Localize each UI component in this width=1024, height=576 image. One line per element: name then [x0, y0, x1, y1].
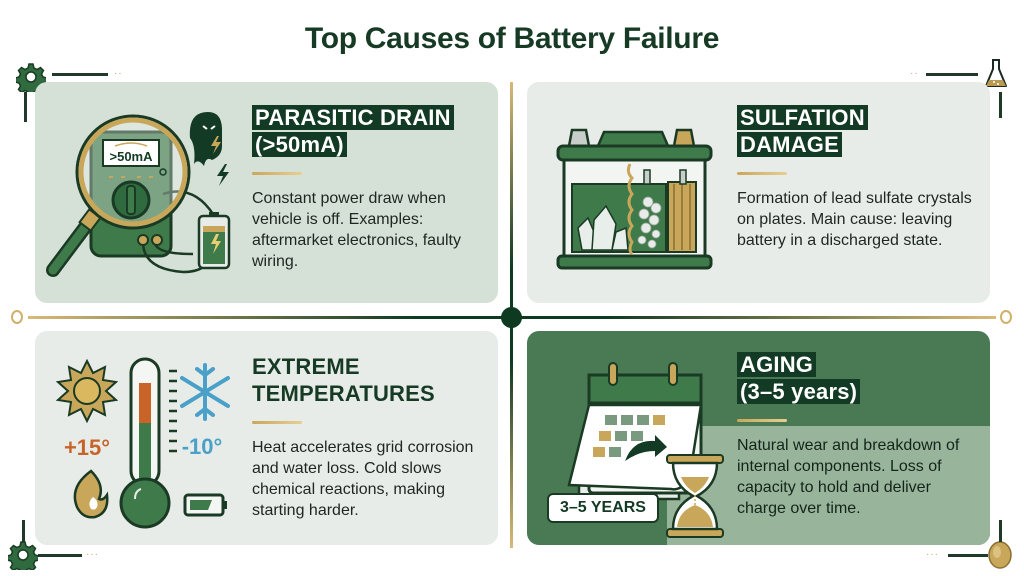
dots: ··: [910, 68, 919, 79]
years-badge: 3–5 YEARS: [547, 493, 659, 523]
heading-line-2: DAMAGE: [737, 132, 842, 157]
gear-icon: [8, 541, 38, 570]
panel-description: Constant power draw when vehicle is off.…: [252, 190, 461, 270]
corner-line: [926, 73, 978, 76]
heading-line-2: TEMPERATURES: [252, 381, 435, 406]
panel-heading: PARASITIC DRAIN (>50mA): [252, 104, 492, 158]
panel-description: Formation of lead sulfate crystals on pl…: [737, 190, 972, 249]
panel-sulfation-damage: SULFATION DAMAGE Formation of lead sulfa…: [527, 82, 990, 303]
center-node: [501, 307, 522, 328]
gold-rule: [252, 421, 302, 424]
dots: ···: [86, 549, 99, 560]
corner-line: [24, 92, 27, 122]
heading-line-1: PARASITIC DRAIN: [252, 105, 454, 130]
page-title: Top Causes of Battery Failure: [304, 22, 720, 55]
years-badge-label: 3–5 YEARS: [560, 499, 646, 516]
corner-line: [38, 554, 82, 557]
corner-line: [999, 520, 1002, 542]
gold-rule: [737, 419, 787, 422]
panel-parasitic-drain: >50mA PARASITIC DRAIN (>50mA) Constant p…: [35, 82, 498, 303]
multimeter-magnifier-icon: >50mA: [46, 112, 231, 277]
panel-tint: [667, 426, 990, 545]
panel-heading: SULFATION DAMAGE: [737, 104, 977, 158]
battery-crystals-icon: [556, 128, 713, 270]
svg-text:-10°: -10°: [182, 434, 223, 459]
divider-end-ring: [11, 310, 23, 324]
thermometer-icon: +15° -10°: [55, 357, 230, 529]
gold-rule: [737, 172, 787, 175]
dots: ···: [926, 549, 939, 560]
panel-heading: AGING (3–5 years): [737, 351, 977, 405]
heading-line-2: (3–5 years): [737, 379, 861, 404]
dots: ··: [114, 68, 123, 79]
calendar-hourglass-icon: [567, 362, 724, 538]
flask-icon: [985, 59, 1007, 87]
heading-line-1: AGING: [737, 352, 817, 377]
svg-text:>50mA: >50mA: [110, 149, 154, 164]
heading-line-1: SULFATION: [737, 105, 868, 130]
coin-icon: [988, 541, 1012, 569]
heading-line-2: (>50mA): [252, 132, 347, 157]
panel-aging: 3–5 YEARS AGING (3–5 years) Natural wear…: [527, 331, 990, 545]
snowflake-icon: [180, 363, 230, 421]
gold-rule: [252, 172, 302, 175]
panel-description: Natural wear and breakdown of internal c…: [737, 437, 960, 517]
flame-icon: [73, 469, 109, 519]
corner-line: [22, 520, 25, 542]
sun-icon: [55, 358, 119, 424]
corner-line: [948, 554, 988, 557]
corner-line: [52, 73, 108, 76]
panel-extreme-temperatures: +15° -10° EXTR: [35, 331, 498, 545]
corner-line: [999, 92, 1002, 118]
panel-heading: EXTREME TEMPERATURES: [252, 353, 492, 407]
low-battery-icon: [183, 493, 227, 517]
heading-line-1: EXTREME: [252, 354, 360, 379]
svg-text:+15°: +15°: [64, 435, 110, 460]
divider-end-ring: [1000, 310, 1012, 324]
panel-description: Heat accelerates grid corrosion and wate…: [252, 439, 474, 519]
